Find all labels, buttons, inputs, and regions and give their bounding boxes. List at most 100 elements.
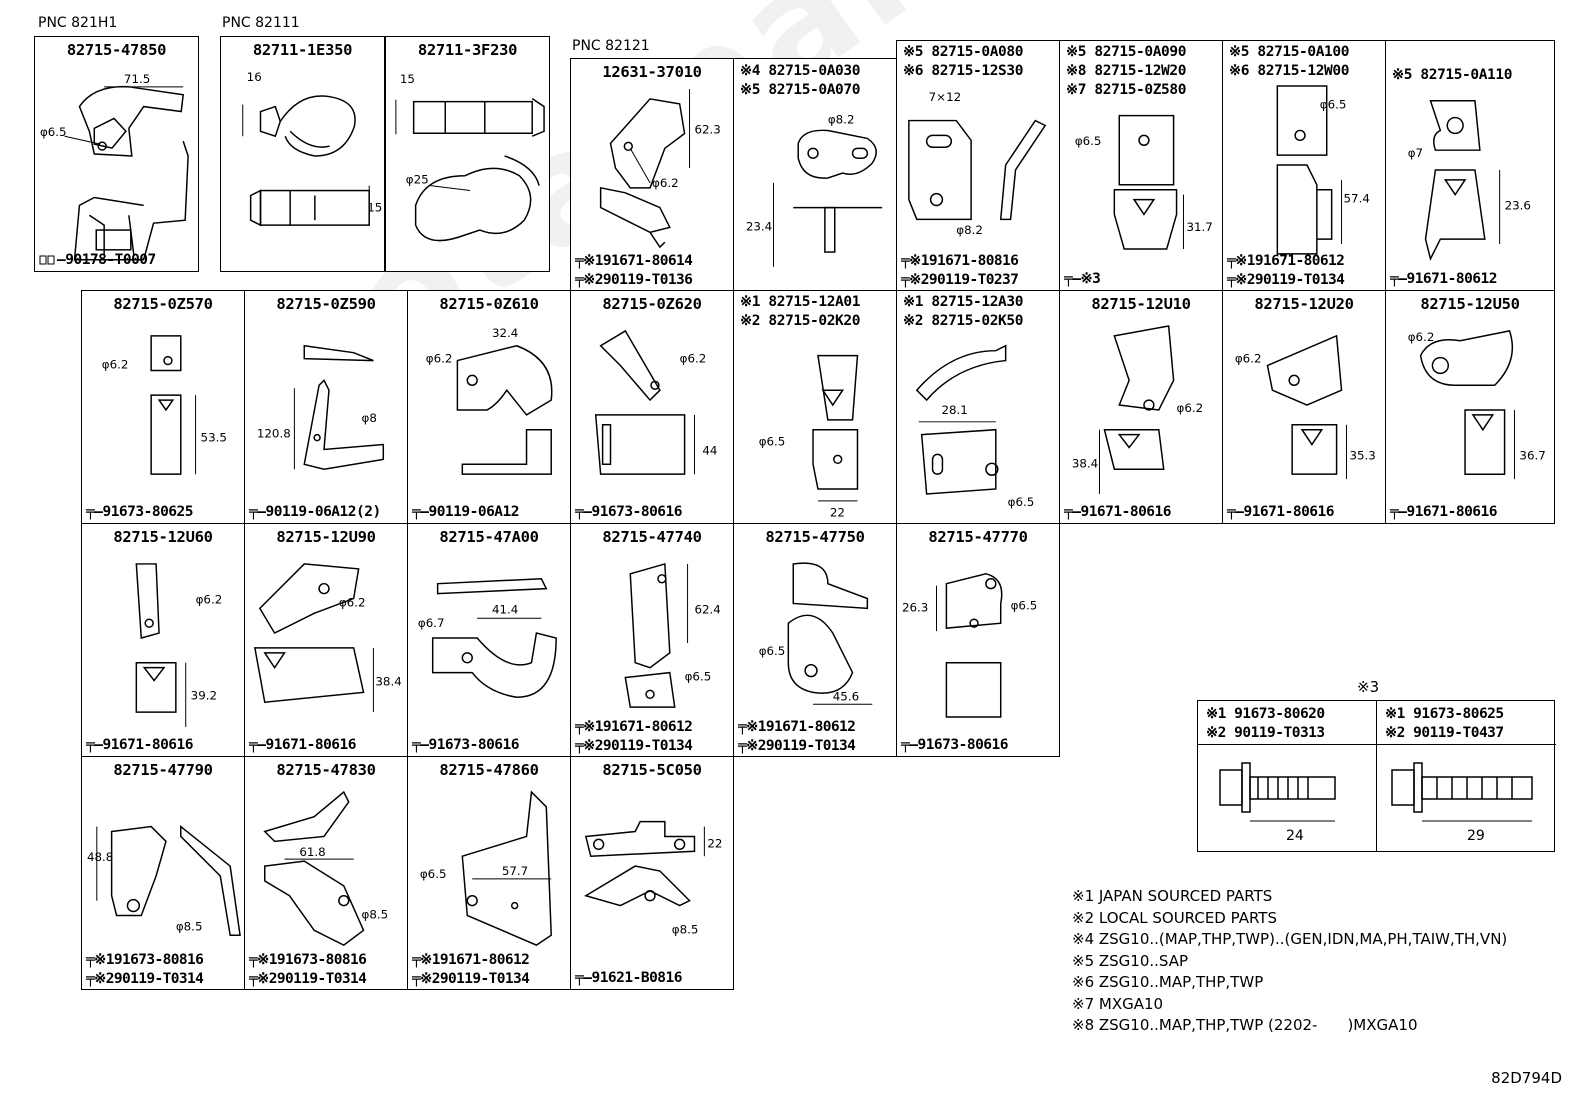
bolt-part-number[interactable]: ※1 91673-80625: [1385, 706, 1504, 722]
part-cell-82715-47790[interactable]: 82715-47790 48.8 φ8.5 ╤※191673-80816 ╤※2…: [81, 756, 245, 990]
part-number[interactable]: ※4 82715-0A030: [740, 63, 861, 79]
part-cell-82715-47750[interactable]: 82715-47750 φ6.5 45.6 ╤※191671-80612 ╤※2…: [733, 523, 897, 757]
part-cell-82715-0a090[interactable]: ※5 82715-0A090 ※8 82715-12W20 ※7 82715-0…: [1059, 40, 1223, 291]
part-number[interactable]: 82715-0Z570: [113, 295, 213, 313]
bolt-part-number[interactable]: ╤※191671-80612: [738, 719, 856, 735]
bolt-part-number[interactable]: ╤—91671-80616: [1064, 504, 1171, 520]
part-number[interactable]: ※5 82715-0A110: [1392, 67, 1513, 83]
part-number[interactable]: 82715-47750: [765, 528, 865, 546]
part-cell-82715-0z570[interactable]: 82715-0Z570 φ6.2 53.5 ╤—91673-80625: [81, 290, 245, 524]
part-cell-82715-0z590[interactable]: 82715-0Z590 120.8 φ8 ╤—90119-06A12(2): [244, 290, 408, 524]
bolt-part-number[interactable]: ╤—91671-80616: [1390, 504, 1497, 520]
bolt-part-number[interactable]: ╤※290119-T0237: [901, 272, 1019, 288]
bolt-part-number[interactable]: ╤※290119-T0314: [249, 971, 367, 987]
bolt-part-number[interactable]: ╤※191673-80816: [249, 952, 367, 968]
bolt-part-number[interactable]: ※2 90119-T0313: [1206, 725, 1325, 741]
part-cell-82715-47860[interactable]: 82715-47860 φ6.5 57.7 ╤※191671-80612 ╤※2…: [407, 756, 571, 990]
part-number[interactable]: ※1 82715-12A01: [740, 294, 861, 310]
part-number[interactable]: 82715-47770: [928, 528, 1028, 546]
bolt-part-number[interactable]: ╤※191671-80614: [575, 253, 693, 269]
part-cell-12631-37010[interactable]: 12631-37010 62.3 φ6.2 ╤※191671-80614 ╤※2…: [570, 58, 734, 291]
part-cell-82715-47850[interactable]: 82715-47850 71.5 φ6.5 —90178-T0007: [34, 36, 199, 272]
part-cell-82715-0a080[interactable]: ※5 82715-0A080 ※6 82715-12S30 7×12 φ8.2 …: [896, 40, 1060, 291]
bolt-part-number[interactable]: —90178-T0007: [39, 252, 156, 268]
part-number[interactable]: 82715-0Z590: [276, 295, 376, 313]
part-cell-82715-47830[interactable]: 82715-47830 61.8 φ8.5 ╤※191673-80816 ╤※2…: [244, 756, 408, 990]
bolt-part-number[interactable]: ╤※191671-80816: [901, 253, 1019, 269]
bolt-part-number[interactable]: ╤※290119-T0314: [86, 971, 204, 987]
bolt-part-number[interactable]: ╤—91671-80616: [86, 737, 193, 753]
bolt-part-number[interactable]: ╤—91671-80616: [249, 737, 356, 753]
bolt-part-number[interactable]: ※2 90119-T0437: [1385, 725, 1504, 741]
part-cell-82715-0a110[interactable]: ※5 82715-0A110 φ7 23.6 ╤—91671-80612: [1385, 40, 1555, 291]
part-number[interactable]: 82715-47850: [66, 41, 167, 59]
bolt-part-number[interactable]: ╤※191671-80612: [575, 719, 693, 735]
part-number[interactable]: ※7 82715-0Z580: [1066, 82, 1187, 98]
part-cell-82715-12u10[interactable]: 82715-12U10 φ6.2 38.4 ╤—91671-80616: [1059, 290, 1223, 524]
part-cell-82715-12u20[interactable]: 82715-12U20 φ6.2 35.3 ╤—91671-80616: [1222, 290, 1386, 524]
part-cell-82715-5c050[interactable]: 82715-5C050 22 φ8.5 ╤—91621-B0816: [570, 756, 734, 990]
part-number[interactable]: 82715-47830: [276, 761, 376, 779]
dim-label: 28.1: [941, 403, 967, 417]
part-cell-82715-12a30[interactable]: ※1 82715-12A30 ※2 82715-02K50 28.1 φ6.5: [896, 290, 1060, 524]
part-cell-82715-0z610[interactable]: 82715-0Z610 32.4 φ6.2 ╤—90119-06A12: [407, 290, 571, 524]
bolt-part-number[interactable]: ╤※191671-80612: [1227, 253, 1345, 269]
part-number[interactable]: 82715-12U60: [113, 528, 213, 546]
part-number[interactable]: 82715-47860: [439, 761, 539, 779]
part-cell-82711-1e350[interactable]: 82711-1E350 16 15: [220, 36, 385, 272]
bolt-part-number[interactable]: ╤※191671-80612: [412, 952, 530, 968]
bolt-part-number[interactable]: ╤—91673-80616: [575, 504, 682, 520]
part-number[interactable]: ※5 82715-0A070: [740, 82, 861, 98]
bolt-part-number[interactable]: ╤※290119-T0134: [412, 971, 530, 987]
bolt-part-number[interactable]: ╤※290119-T0136: [575, 272, 693, 288]
part-cell-82715-12u90[interactable]: 82715-12U90 φ6.2 38.4 ╤—91671-80616: [244, 523, 408, 757]
bolt-part-number[interactable]: ╤—91673-80616: [901, 737, 1008, 753]
part-cell-82715-0z620[interactable]: 82715-0Z620 φ6.2 44 ╤—91673-80616: [570, 290, 734, 524]
bolt-part-number[interactable]: ╤—91671-80616: [1227, 504, 1334, 520]
part-cell-82715-47770[interactable]: 82715-47770 26.3 φ6.5 ╤—91673-80616: [896, 523, 1060, 757]
bolt-part-number[interactable]: ╤—90119-06A12(2): [249, 504, 381, 520]
part-cell-82715-12u60[interactable]: 82715-12U60 φ6.2 39.2 ╤—91671-80616: [81, 523, 245, 757]
bolt-part-number[interactable]: ╤※290119-T0134: [575, 738, 693, 754]
part-number[interactable]: 82711-1E350: [252, 41, 353, 59]
part-cell-82711-3f230[interactable]: 82711-3F230 15 φ25: [385, 36, 550, 272]
bolt-part-number[interactable]: ╤※290119-T0134: [1227, 272, 1345, 288]
part-number[interactable]: ※6 82715-12W00: [1229, 63, 1350, 79]
part-number[interactable]: 82715-12U50: [1420, 295, 1520, 313]
part-number[interactable]: ※5 82715-0A100: [1229, 44, 1350, 60]
part-number[interactable]: 82715-0Z610: [439, 295, 539, 313]
bolt-part-number[interactable]: ╤※191673-80816: [86, 952, 204, 968]
dim-label: φ25: [406, 173, 429, 187]
part-cell-82715-0a100[interactable]: ※5 82715-0A100 ※6 82715-12W00 φ6.5 57.4 …: [1222, 40, 1386, 291]
bolt-part-number[interactable]: ╤—91671-80612: [1390, 271, 1497, 287]
bolt-part-number[interactable]: ※1 91673-80620: [1206, 706, 1325, 722]
part-number[interactable]: 82715-5C050: [602, 761, 702, 779]
part-number[interactable]: 82711-3F230: [417, 41, 518, 59]
part-cell-82715-0a030[interactable]: ※4 82715-0A030 ※5 82715-0A070 φ8.2 23.4: [733, 58, 897, 291]
part-number[interactable]: 82715-47A00: [439, 528, 539, 546]
part-number[interactable]: ※5 82715-0A090: [1066, 44, 1187, 60]
bolt-part-number[interactable]: ╤—91673-80625: [86, 504, 193, 520]
part-number[interactable]: ※2 82715-02K50: [903, 313, 1024, 329]
part-number[interactable]: ※8 82715-12W20: [1066, 63, 1187, 79]
bolt-part-number[interactable]: ╤—91621-B0816: [575, 970, 682, 986]
part-number[interactable]: 82715-12U20: [1254, 295, 1354, 313]
bolt-part-number[interactable]: ╤—※3: [1064, 271, 1101, 287]
part-cell-82715-12a01[interactable]: ※1 82715-12A01 ※2 82715-02K20 φ6.5 22: [733, 290, 897, 524]
part-number[interactable]: 82715-12U90: [276, 528, 376, 546]
bolt-part-number[interactable]: ╤※290119-T0134: [738, 738, 856, 754]
part-number[interactable]: 82715-0Z620: [602, 295, 702, 313]
part-number[interactable]: ※1 82715-12A30: [903, 294, 1024, 310]
part-cell-82715-12u50[interactable]: 82715-12U50 φ6.2 36.7 ╤—91671-80616: [1385, 290, 1555, 524]
part-number[interactable]: ※6 82715-12S30: [903, 63, 1024, 79]
part-number[interactable]: ※2 82715-02K20: [740, 313, 861, 329]
bolt-part-number[interactable]: ╤—91673-80616: [412, 737, 519, 753]
part-number[interactable]: 82715-47740: [602, 528, 702, 546]
part-number[interactable]: 12631-37010: [602, 63, 702, 81]
bolt-part-number[interactable]: ╤—90119-06A12: [412, 504, 519, 520]
part-cell-82715-47740[interactable]: 82715-47740 62.4 φ6.5 ╤※191671-80612 ╤※2…: [570, 523, 734, 757]
part-cell-82715-47a00[interactable]: 82715-47A00 φ6.7 41.4 ╤—91673-80616: [407, 523, 571, 757]
part-number[interactable]: 82715-12U10: [1091, 295, 1191, 313]
part-number[interactable]: 82715-47790: [113, 761, 213, 779]
part-number[interactable]: ※5 82715-0A080: [903, 44, 1024, 60]
